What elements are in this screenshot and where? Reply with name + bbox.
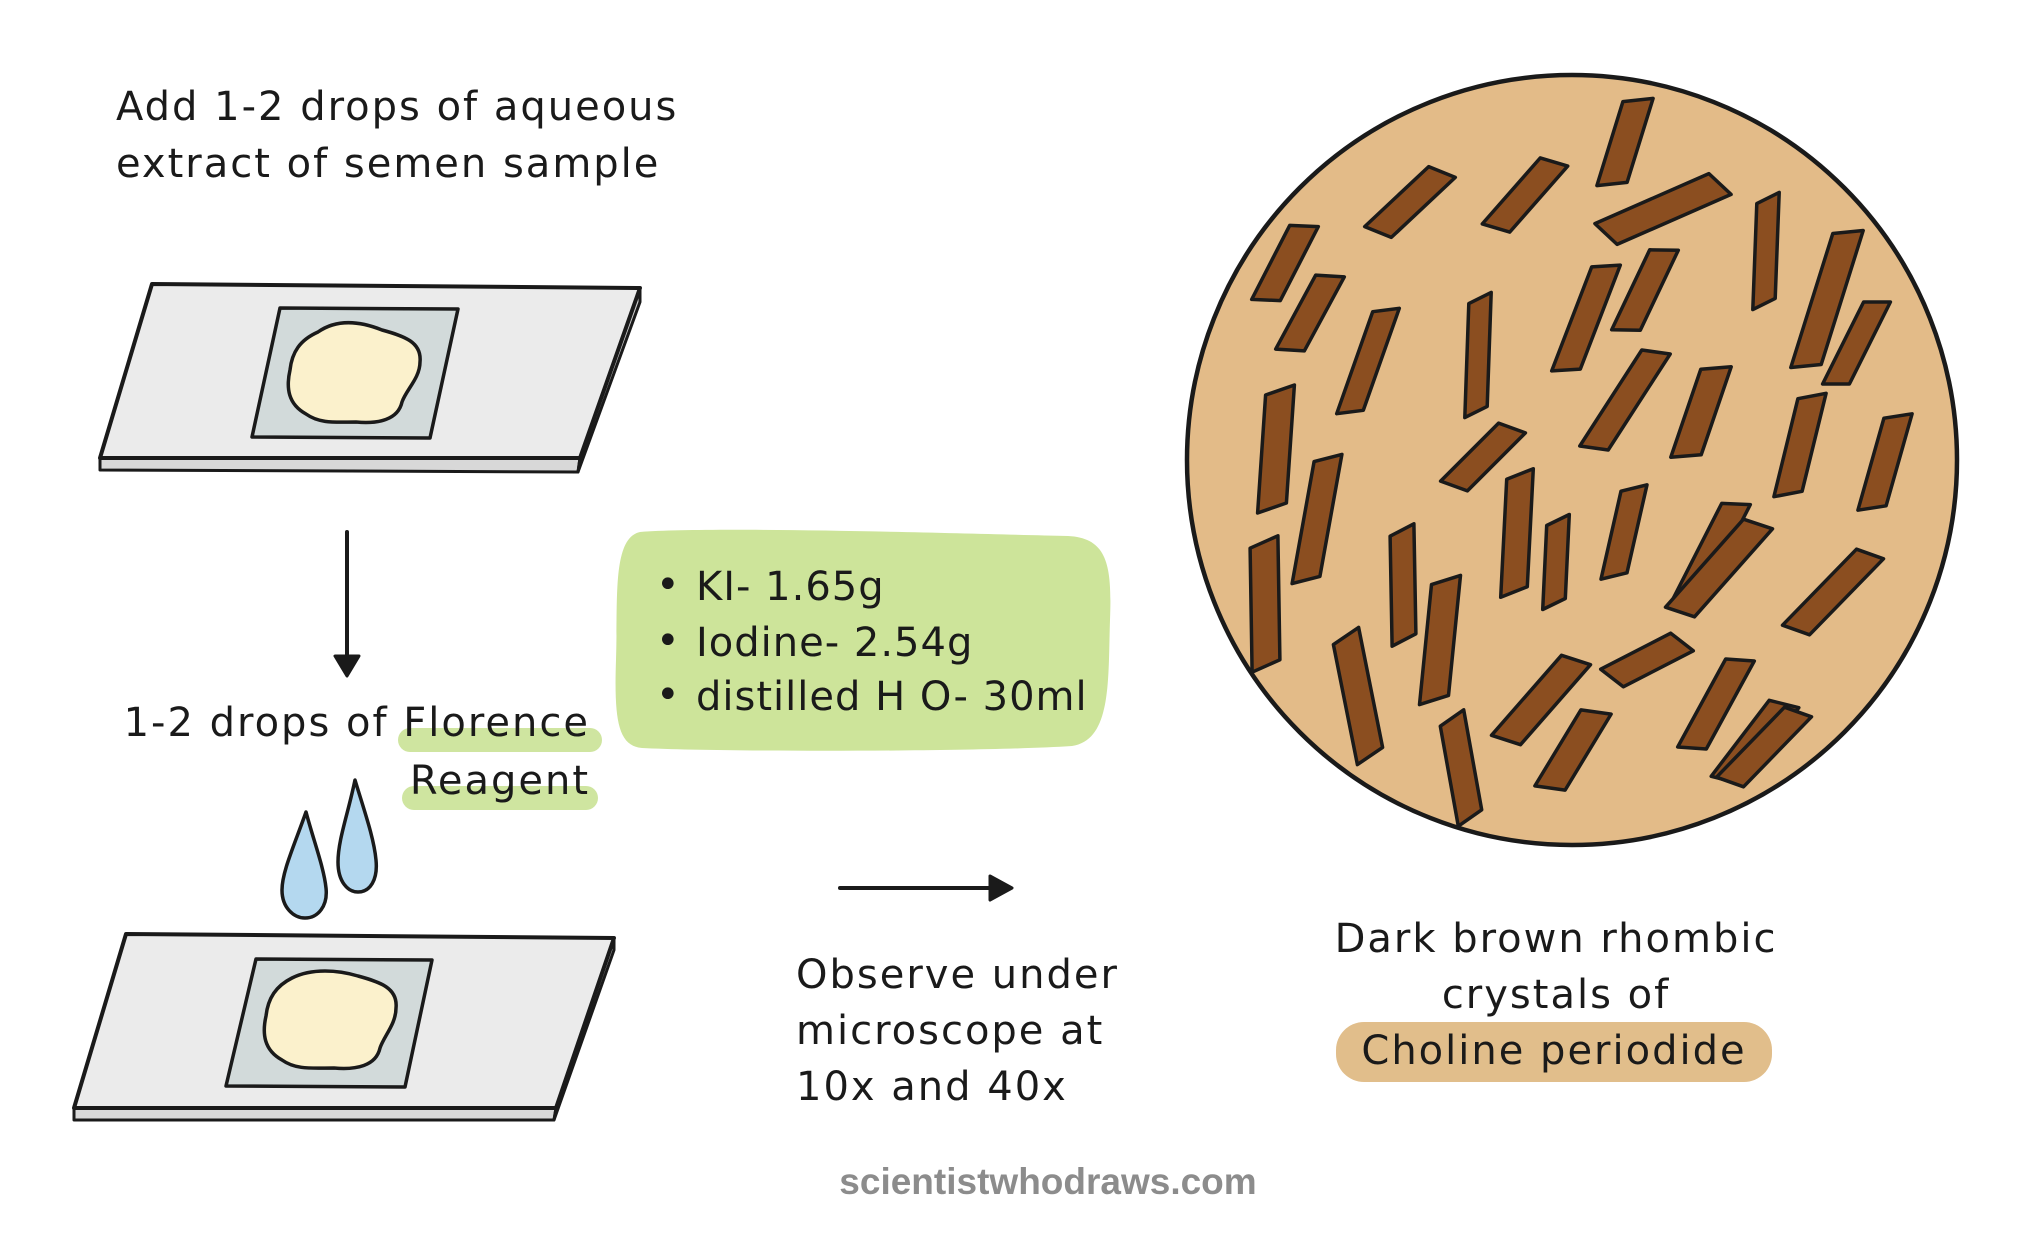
step3-text-line1: Observe under <box>796 952 1119 998</box>
watermark: scientistwhodraws.com <box>839 1161 1256 1202</box>
reagent-composition-box: • KI- 1.65g • Iodine- 2.54g • distilled … <box>615 529 1111 751</box>
step2-text-line1: 1-2 drops of Florence <box>124 700 590 746</box>
crystal <box>1751 190 1781 312</box>
reagent-bullet-2: • <box>656 618 681 664</box>
crystal <box>1249 223 1321 303</box>
crystal <box>1463 290 1493 420</box>
crystal <box>1255 383 1297 515</box>
step3-text-line3: 10x and 40x <box>796 1064 1068 1110</box>
crystal <box>1273 273 1347 353</box>
crystal <box>1675 657 1757 751</box>
crystal <box>1669 365 1733 459</box>
down-arrow-icon <box>333 530 361 678</box>
crystal <box>1438 421 1528 493</box>
crystal <box>1388 522 1418 648</box>
glass-slide-bottom <box>72 932 616 1122</box>
reagent-bullet-3: • <box>656 672 681 718</box>
reagent-item-iodine: Iodine- 2.54g <box>696 620 973 666</box>
crystal <box>1780 547 1886 637</box>
crystal <box>1609 248 1681 332</box>
right-arrow-icon <box>838 874 1014 902</box>
florence-highlight <box>398 728 602 752</box>
crystal <box>1540 512 1572 612</box>
reagent-bullet-1: • <box>656 562 681 608</box>
crystal-group <box>1248 96 1914 828</box>
crystal <box>1593 171 1733 247</box>
crystal <box>1820 300 1893 386</box>
result-text-line2: crystals of <box>1442 972 1670 1018</box>
reagent-drops <box>280 778 379 920</box>
crystal <box>1417 573 1463 707</box>
semen-sample-icon <box>286 321 422 425</box>
crystal <box>1489 653 1593 747</box>
step1-text-line2: extract of semen sample <box>116 141 660 187</box>
crystal <box>1599 483 1649 581</box>
crystal <box>1334 306 1402 416</box>
drop-icon <box>280 810 328 920</box>
microscope-field-view <box>1184 72 1960 848</box>
crystal <box>1789 228 1865 370</box>
semen-sample-icon <box>262 969 398 1071</box>
crystal <box>1663 517 1775 619</box>
result-highlight-text: Choline periodide <box>1361 1028 1746 1074</box>
reagent-highlight <box>402 786 598 810</box>
crystal <box>1772 391 1828 499</box>
reagent-item-water: distilled H O- 30ml <box>696 674 1088 720</box>
step2-text-line2: Reagent <box>410 758 590 804</box>
crystal <box>1549 263 1623 373</box>
glass-slide-top <box>98 282 642 474</box>
crystal <box>1331 625 1385 767</box>
crystal <box>1595 96 1655 188</box>
result-text-line1: Dark brown rhombic <box>1335 916 1778 962</box>
crystal <box>1856 412 1914 512</box>
crystal <box>1714 705 1814 789</box>
crystal <box>1498 466 1536 600</box>
result-highlight <box>1336 1022 1772 1082</box>
crystal <box>1578 348 1672 452</box>
step3-text-line2: microscope at <box>796 1008 1104 1054</box>
step1-text-line1: Add 1-2 drops of aqueous <box>116 84 678 130</box>
crystal <box>1480 156 1570 234</box>
reagent-item-ki: KI- 1.65g <box>696 564 885 610</box>
crystal <box>1362 164 1458 240</box>
crystal <box>1248 534 1282 674</box>
crystal <box>1290 452 1344 586</box>
crystal <box>1598 631 1696 689</box>
drop-icon <box>336 778 379 894</box>
crystal <box>1438 708 1484 828</box>
crystal <box>1533 708 1613 792</box>
